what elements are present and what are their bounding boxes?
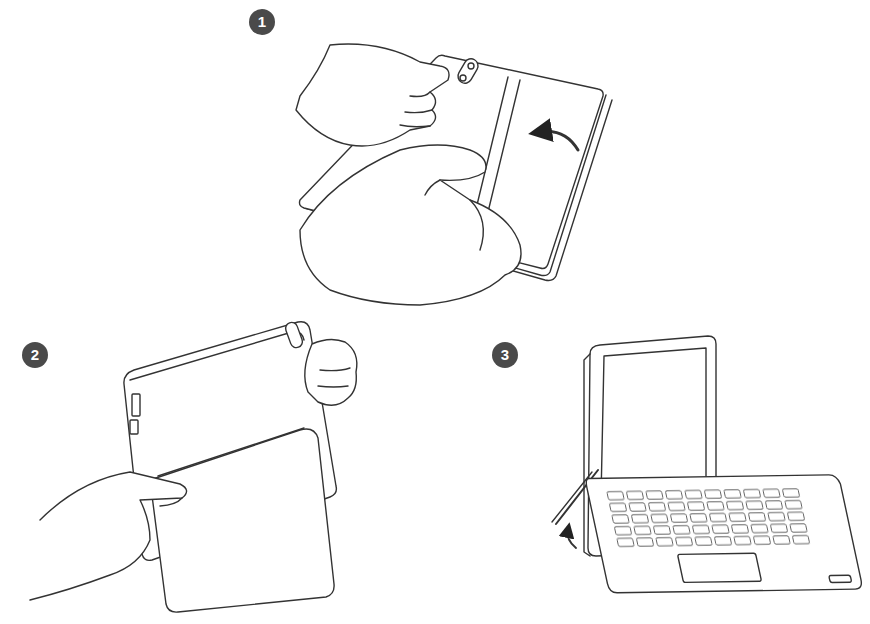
step-3-figure [552,336,863,593]
callout-number: 1 [249,9,275,35]
callout-number: 2 [22,342,48,368]
step-2-figure [30,321,357,612]
step-1-figure [296,44,612,305]
callout-number: 3 [492,342,518,368]
